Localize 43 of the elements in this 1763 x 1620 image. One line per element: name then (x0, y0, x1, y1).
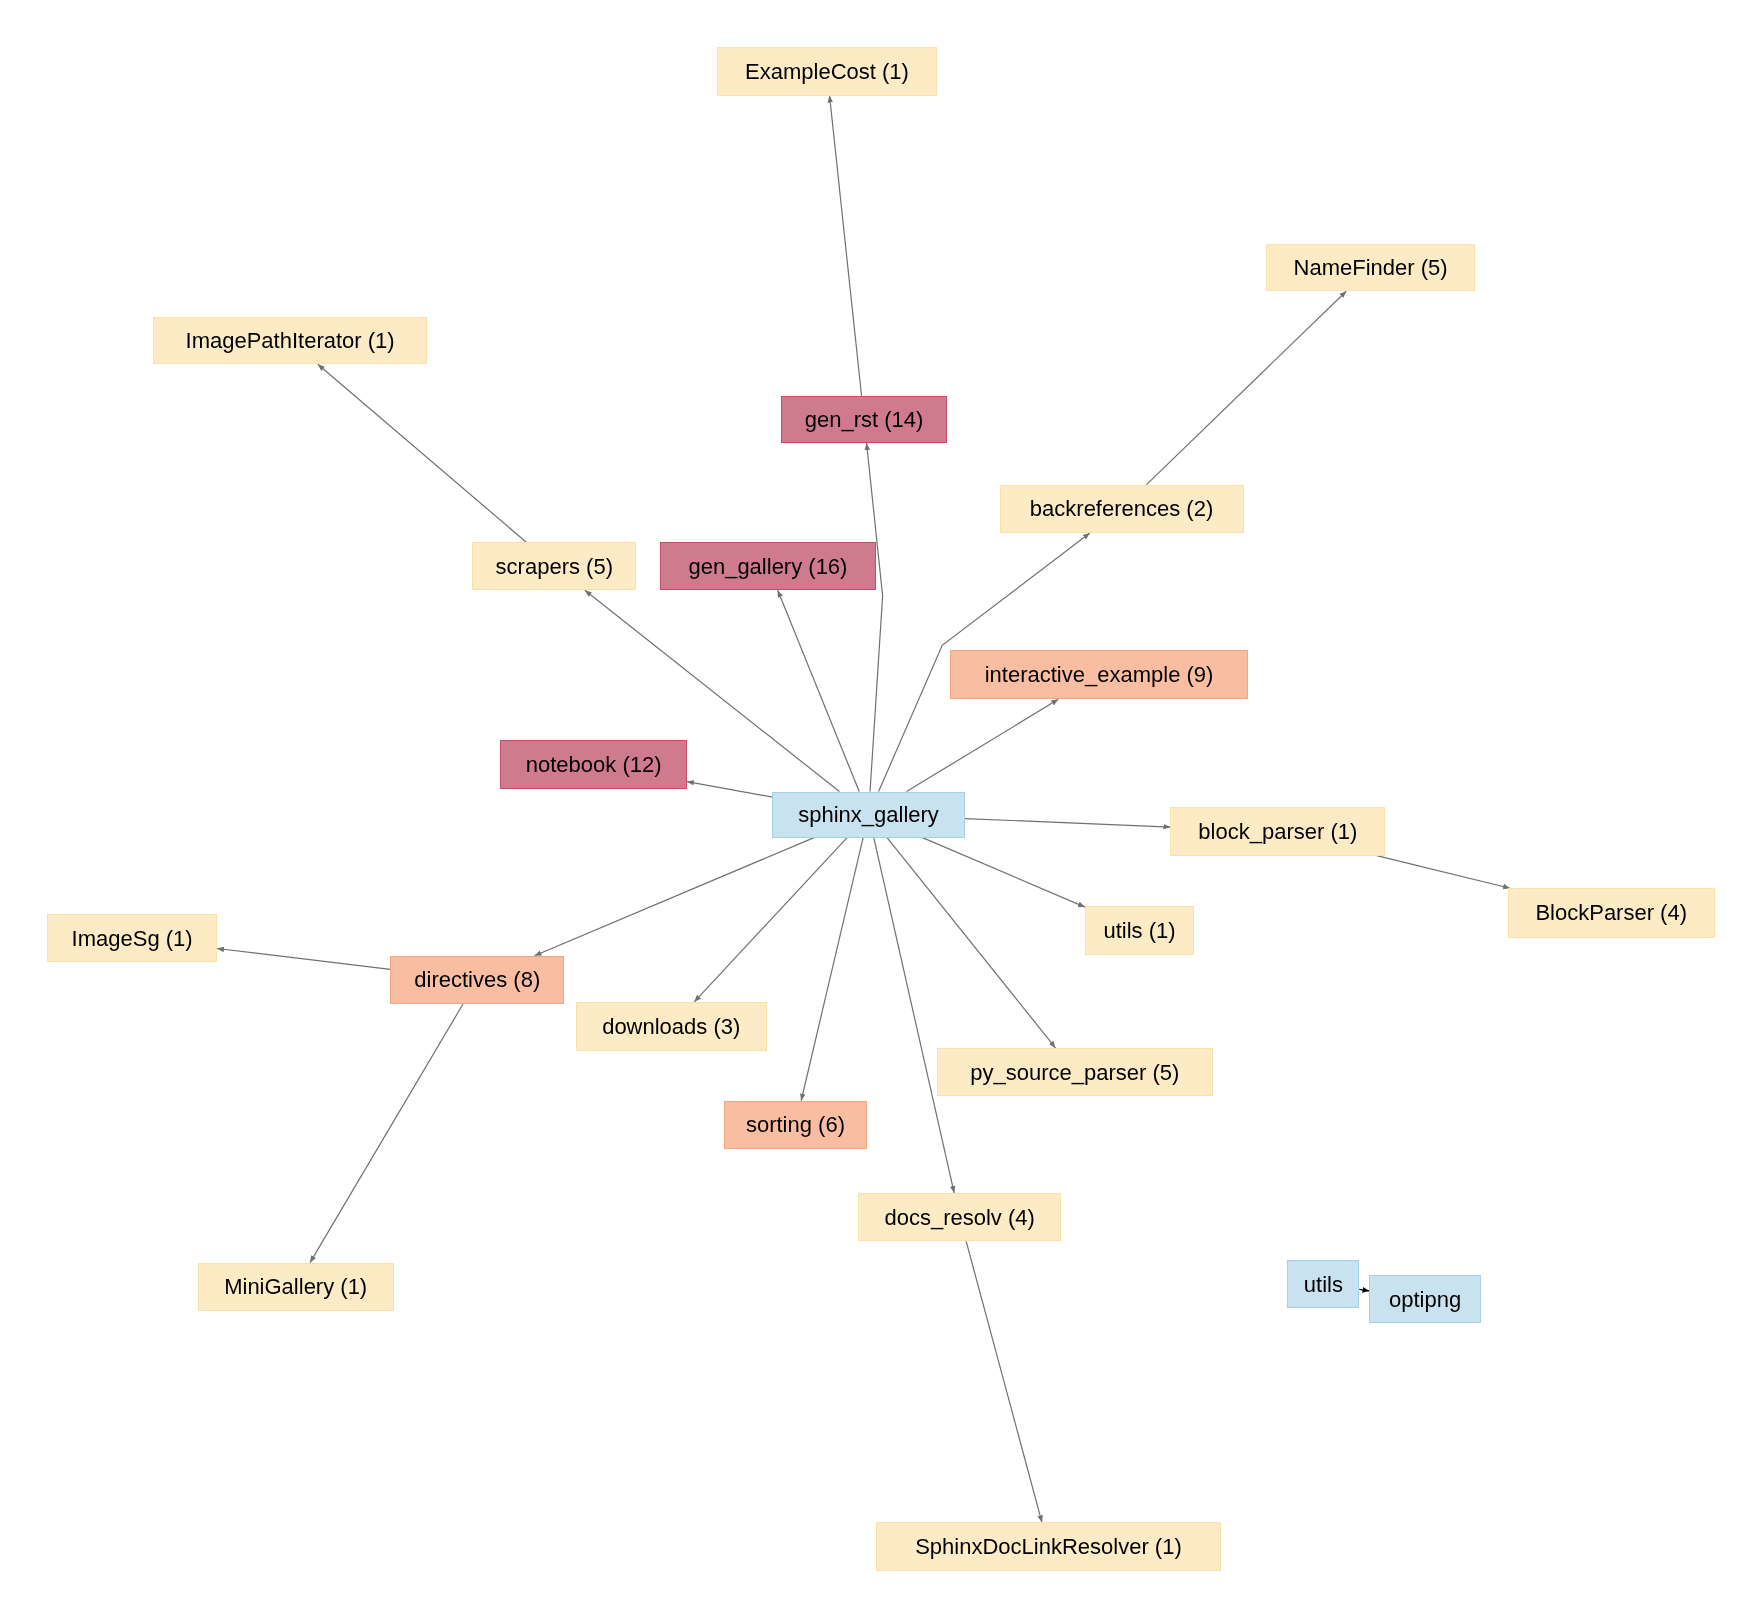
arrow (317, 363, 527, 543)
arrow (965, 1240, 1043, 1523)
arrow (921, 837, 1086, 908)
arrow (964, 817, 1172, 830)
arrow (533, 837, 815, 957)
module-box: ExampleCost (1) (717, 47, 937, 96)
arrow (800, 837, 864, 1102)
module-box: notebook (12) (500, 739, 687, 790)
arrow (827, 94, 863, 397)
arrow (309, 1003, 464, 1264)
module-box: MiniGallery (1) (197, 1262, 394, 1311)
arrow (864, 442, 884, 793)
arrow (693, 837, 848, 1003)
module-box: py_source_parser (5) (936, 1047, 1214, 1097)
module-box: utils (1) (1085, 906, 1195, 955)
module-box: BlockParser (4) (1507, 888, 1715, 938)
module-box: NameFinder (5) (1266, 244, 1476, 292)
arrow (873, 837, 956, 1194)
module-box: optipng (1369, 1275, 1481, 1324)
module-box: sorting (6) (724, 1100, 867, 1150)
module-box: block_parser (1) (1170, 807, 1386, 856)
module-box: interactive_example (9) (950, 649, 1249, 700)
arrow (686, 780, 774, 798)
module-box: gen_rst (14) (781, 395, 947, 443)
arrow (216, 946, 391, 970)
module-box: ImagePathIterator (1) (152, 317, 428, 365)
module-box: SphinxDocLinkResolver (1) (875, 1522, 1222, 1571)
module-box: docs_resolv (4) (857, 1192, 1062, 1242)
arrow (905, 698, 1059, 793)
module-box: downloads (3) (575, 1001, 767, 1052)
arrow (777, 589, 860, 793)
module-box: utils (1287, 1260, 1360, 1308)
arrow (1358, 1287, 1371, 1293)
arrow (1145, 290, 1347, 486)
module-box: directives (8) (390, 955, 565, 1005)
module-box: ImageSg (1) (47, 914, 217, 963)
module-box: scrapers (5) (472, 541, 637, 591)
module-box: sphinx_gallery (772, 791, 965, 838)
arrow (878, 532, 1091, 793)
arrow (584, 589, 840, 793)
arrow (886, 837, 1057, 1049)
module-box: backreferences (2) (999, 484, 1244, 533)
module-box: gen_gallery (16) (660, 541, 876, 591)
